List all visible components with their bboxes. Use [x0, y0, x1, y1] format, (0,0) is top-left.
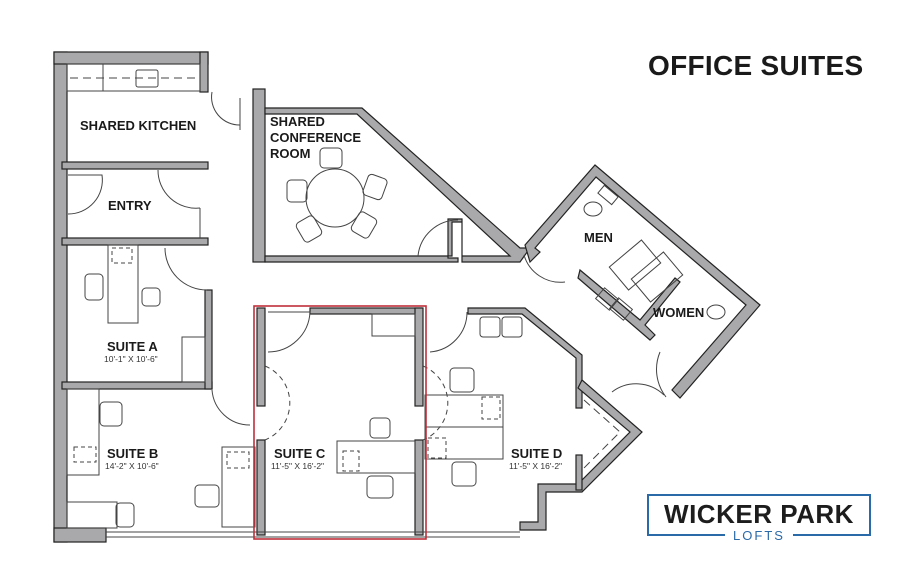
suited-chair-2-icon [451, 461, 477, 487]
wall-kitchen-east-stub [199, 51, 209, 93]
wall-suitec-north [309, 307, 423, 315]
door-suitea [164, 247, 208, 291]
room-label-suite-b: SUITE B [107, 446, 159, 461]
suiteb-guest-chair-icon [115, 502, 135, 528]
wall-suited-east-stub [575, 454, 583, 491]
suited-chair-icon [449, 367, 475, 393]
room-label-suite-d: SUITE D [511, 446, 563, 461]
door-suitec-side [264, 365, 291, 441]
room-label-conference-3: ROOM [270, 146, 311, 161]
toilet-men-icon [583, 201, 603, 217]
wall-suited-north [467, 307, 583, 409]
suitea-desk [107, 244, 139, 324]
wall-west [53, 51, 68, 543]
wall-conf-west [252, 88, 266, 263]
suitea-guest-chair-icon [141, 287, 161, 307]
room-label-kitchen: SHARED KITCHEN [80, 118, 197, 133]
room-label-suite-c: SUITE C [274, 446, 326, 461]
wall-restrooms-outer [524, 164, 761, 399]
door-men [523, 254, 566, 283]
suited-desk [424, 394, 504, 428]
room-dims-suite-a: 10'-1" X 10'-6" [104, 354, 158, 364]
room-label-entry: ENTRY [108, 198, 152, 213]
toilet-women-icon [706, 304, 726, 320]
door-women [656, 351, 667, 398]
suiteb-desk-2 [221, 446, 256, 528]
page-title: OFFICE SUITES [648, 50, 864, 81]
door-suited [429, 311, 468, 353]
wall-entry-suitea [61, 237, 209, 246]
door-suited-side [422, 365, 449, 441]
suitec-chair-icon [366, 475, 394, 499]
conference-table [305, 168, 365, 228]
wall-kitchen-north [53, 51, 209, 65]
suiteb-chair-2-icon [194, 484, 220, 508]
room-label-conference-2: CONFERENCE [270, 130, 362, 145]
room-dims-suite-b: 14'-2" X 10'-6" [105, 461, 159, 471]
door-conference [417, 219, 459, 257]
door-restroom-hall [611, 383, 665, 396]
room-label-women: WOMEN [653, 305, 705, 320]
suitec-desk [336, 440, 416, 474]
brand-name: WICKER PARK [664, 499, 854, 529]
kitchen-counter [66, 63, 201, 92]
wall-south-b [53, 527, 107, 543]
wall-suitea-suiteb [61, 381, 213, 390]
door-entry-west [67, 174, 103, 215]
suitec-cabinet [371, 313, 416, 337]
room-label-suite-a: SUITE A [107, 339, 158, 354]
wall-restrooms-divider [577, 268, 681, 341]
suited-guest-chairs [479, 316, 501, 338]
wall-suitec-east-lower [414, 439, 424, 536]
room-dims-suite-c: 11'-5" X 16'-2" [271, 461, 325, 471]
door-suiteb [211, 389, 251, 426]
sink-women-icon [630, 251, 684, 303]
door-entry-east [157, 169, 201, 209]
room-dims-suite-d: 11'-5" X 16'-2" [509, 461, 563, 471]
suited-desk-2 [424, 426, 504, 460]
brand-sub-wrap: LOFTS [647, 527, 871, 543]
suiteb-desk [66, 388, 100, 476]
wall-suitec-west-lower [256, 439, 266, 536]
suitea-chair-icon [84, 273, 104, 301]
conference-chair-icon [319, 147, 343, 169]
room-label-men: MEN [584, 230, 613, 245]
suitec-guest-chair-icon [369, 417, 391, 439]
wall-suitec-east-upper [414, 307, 424, 407]
door-kitchen [211, 91, 241, 126]
wall-kitchen-entry [61, 161, 209, 170]
room-label-conference-1: SHARED [270, 114, 325, 129]
wall-suited-east [519, 379, 643, 531]
wall-suitec-west-upper [256, 307, 266, 407]
door-suitec-top [267, 311, 311, 353]
suiteb-chair-icon [99, 401, 123, 427]
sink-men-icon [608, 239, 662, 291]
suite-c-highlight[interactable] [253, 305, 427, 540]
wall-suitea-east [204, 289, 213, 390]
brand-sub: LOFTS [725, 528, 793, 543]
